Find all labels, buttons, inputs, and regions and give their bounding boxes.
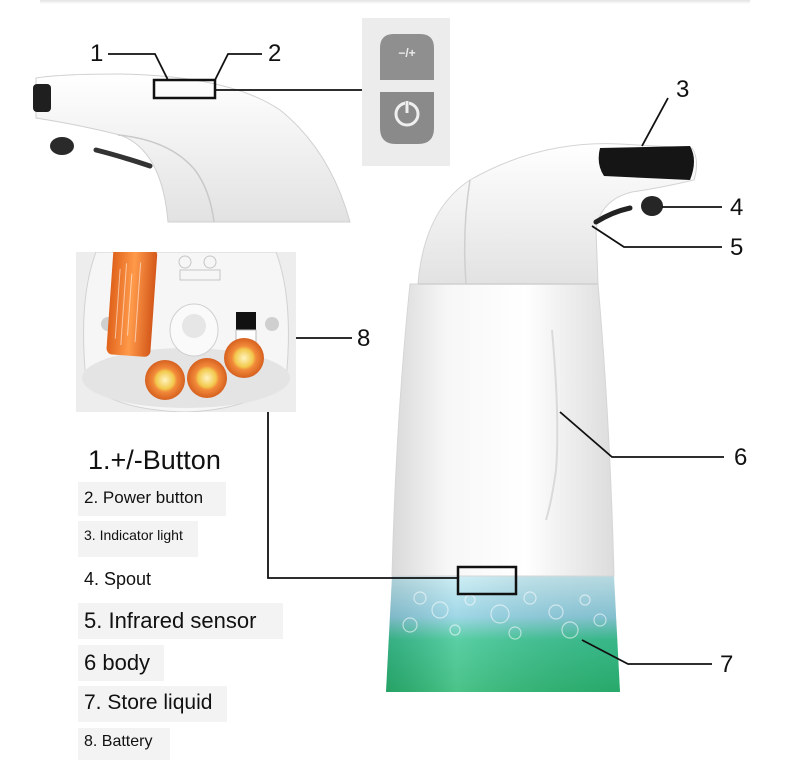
leader-line-1 (108, 53, 169, 81)
legend-item-4: 4. Spout (84, 569, 152, 589)
legend-item-2: 2. Power button (78, 482, 226, 516)
legend-item-5: 5. Infrared sensor (78, 603, 283, 639)
leader-line-6 (559, 411, 724, 458)
leader-line-7 (581, 639, 712, 665)
leader-line-5 (591, 225, 722, 248)
callout-5: 5 (730, 234, 744, 261)
battery-compartment (76, 252, 296, 412)
callout-6: 6 (734, 444, 748, 471)
callout-7: 7 (720, 651, 734, 678)
leader-line-2 (214, 53, 262, 81)
legend-item-6: 6 body (78, 645, 164, 681)
dispenser-main (386, 143, 698, 692)
button-panel (362, 18, 450, 166)
leader-line-battery (267, 412, 458, 579)
leader-line-3 (641, 97, 669, 147)
plus-minus-symbol: −/+ (398, 46, 416, 60)
callout-3: 3 (676, 76, 690, 103)
callout-8: 8 (357, 325, 371, 352)
callout-4: 4 (730, 194, 744, 221)
legend-item-3: 3. Indicator light (78, 521, 198, 557)
battery-location-box (456, 565, 518, 596)
head-side-view (33, 73, 351, 223)
legend-item-8: 8. Battery (78, 728, 170, 760)
callout-2: 2 (268, 40, 282, 67)
legend-item-7: 7. Store liquid (78, 686, 227, 722)
button-highlight-box (152, 78, 217, 100)
callout-1: 1 (90, 40, 104, 67)
top-shadow (40, 0, 750, 4)
legend-item-1: 1.+/-Button (88, 445, 221, 475)
